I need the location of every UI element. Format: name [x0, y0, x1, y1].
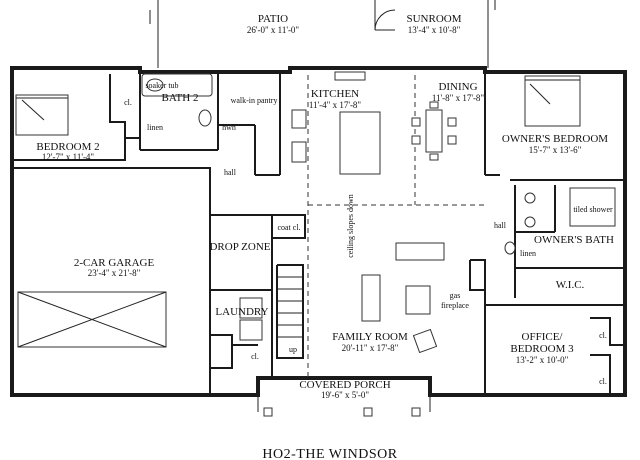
room-dims-bedroom2: 12'-7" x 11'-4": [42, 152, 95, 162]
room-dims-garage: 23'-4" x 21'-8": [88, 268, 141, 278]
room-dims-sunroom: 13'-4" x 10'-8": [408, 25, 461, 35]
tiled-shower: [569, 187, 616, 227]
room-dims-owners-bedroom: 15'-7" x 13'-6": [529, 145, 582, 155]
room-dims-covered-porch: 19'-6" x 5'-0": [321, 390, 369, 400]
note-cl-laundry: cl.: [251, 352, 259, 361]
bed-bedroom2: [15, 94, 69, 136]
note-linen-bath2: linen: [147, 123, 163, 132]
toilet-bath2: [198, 109, 212, 127]
bed-owners: [524, 75, 581, 127]
room-dims-kitchen: 11'-4" x 17'-8": [309, 100, 362, 110]
room-name-covered-porch: COVERED PORCH: [299, 379, 390, 391]
note-cl-bed2: cl.: [124, 98, 132, 107]
note-up: up: [289, 345, 297, 354]
room-name-bath2: BATH 2: [162, 92, 199, 104]
fixtures: [15, 71, 616, 417]
room-name-office-2: BEDROOM 3: [510, 343, 574, 355]
note-ceiling: ceiling slopes down: [346, 194, 355, 258]
room-name-office: OFFICE/: [522, 331, 564, 343]
room-name-bedroom2: BEDROOM 2: [36, 141, 99, 153]
note-gas: gas: [450, 291, 461, 300]
room-name-dining: DINING: [438, 81, 477, 93]
room-name-garage: 2-CAR GARAGE: [74, 257, 155, 269]
room-name-owners-bedroom: OWNER'S BEDROOM: [502, 133, 608, 145]
room-name-drop-zone: DROP ZONE: [209, 241, 270, 253]
sunroom-outline: [374, 0, 496, 68]
note-hwh: hwh: [222, 123, 236, 132]
note-cl-office-2: cl.: [599, 377, 607, 386]
exterior-walls: [10, 66, 627, 397]
interior-walls: [12, 72, 625, 395]
room-name-sunroom: SUNROOM: [406, 13, 461, 25]
note-hall-right: hall: [494, 221, 507, 230]
plan-notes: soaker tub walk-in pantry linen hwh hall…: [124, 81, 613, 386]
kitchen-island: [339, 111, 381, 175]
room-name-patio: PATIO: [258, 13, 288, 25]
room-dims-patio: 26'-0" x 11'-0": [247, 25, 300, 35]
note-tiled-shower: tiled shower: [573, 205, 613, 214]
note-soaker-tub: soaker tub: [145, 81, 178, 90]
plan-title: HO2-THE WINDSOR: [262, 447, 397, 460]
note-coat-closet: coat cl.: [277, 223, 300, 232]
room-dims-family-room: 20'-11" x 17'-8": [342, 343, 399, 353]
room-name-owners-bath: OWNER'S BATH: [534, 234, 614, 246]
room-name-kitchen: KITCHEN: [311, 88, 359, 100]
note-hall-left: hall: [224, 168, 237, 177]
note-walk-in-pantry: walk-in pantry: [231, 96, 278, 105]
room-dims-dining: 11'-8" x 17'-8": [432, 93, 485, 103]
room-name-laundry: LAUNDRY: [215, 306, 268, 318]
patio-outline: [149, 0, 376, 68]
room-dims-office: 13'-2" x 10'-0": [516, 355, 569, 365]
note-cl-office-1: cl.: [599, 331, 607, 340]
room-name-wic: W.I.C.: [556, 279, 585, 291]
room-labels: PATIO 26'-0" x 11'-0" SUNROOM 13'-4" x 1…: [36, 13, 614, 400]
room-name-family-room: FAMILY ROOM: [332, 331, 408, 343]
note-fireplace: fireplace: [441, 301, 469, 310]
sofa: [395, 242, 445, 261]
note-linen-owner: linen: [520, 249, 536, 258]
dining-table: [425, 109, 443, 153]
